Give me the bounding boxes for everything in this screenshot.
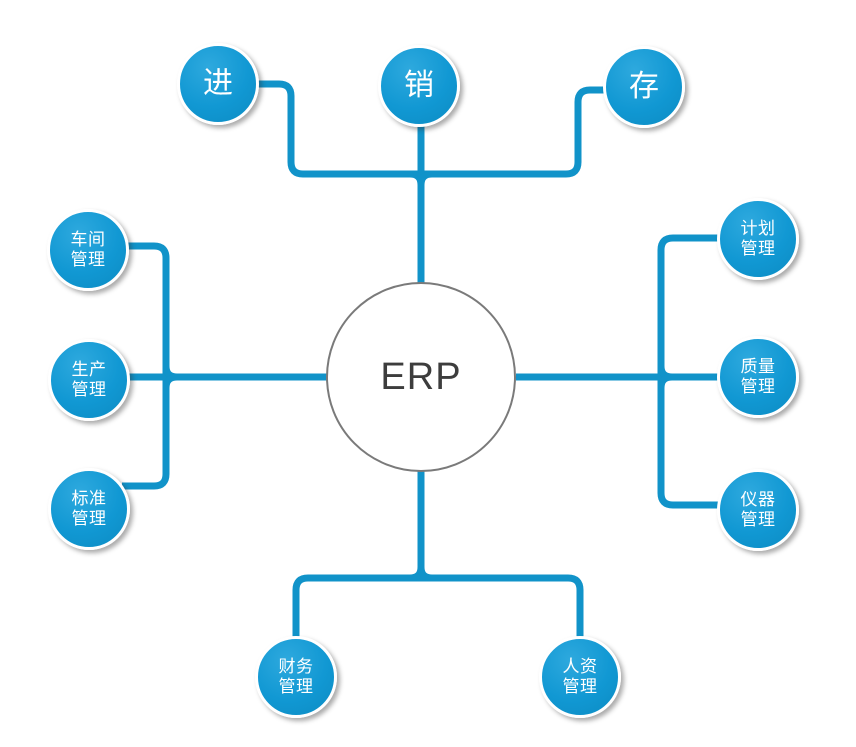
connector-right-trunk <box>657 234 719 509</box>
center-node-erp: ERP <box>326 282 516 472</box>
node-purchase: 进 <box>177 43 259 125</box>
connector-left-trunk <box>122 242 170 490</box>
node-planning-mgmt-label: 计划 管理 <box>740 218 776 258</box>
connector-right-fillet-bottom <box>657 373 673 389</box>
node-standards-mgmt: 标准 管理 <box>48 468 130 550</box>
node-quality-mgmt-label: 质量 管理 <box>740 356 776 396</box>
connector-top-fillet-right <box>417 170 433 186</box>
node-sales-label: 销 <box>404 69 434 103</box>
node-inventory: 存 <box>603 46 685 128</box>
connector-bottom-fillet-right <box>417 566 433 582</box>
node-finance-mgmt-label: 财务 管理 <box>278 656 314 696</box>
node-instrument-mgmt-label: 仪器 管理 <box>740 489 776 529</box>
node-inventory-label: 存 <box>629 70 659 104</box>
node-production-mgmt: 生产 管理 <box>48 339 130 421</box>
node-hr-mgmt: 人资 管理 <box>539 636 621 718</box>
connector-bottom-u <box>292 574 584 638</box>
node-sales: 销 <box>378 45 460 127</box>
node-finance-mgmt: 财务 管理 <box>255 636 337 718</box>
connector-left-fillet-bottom <box>162 373 178 389</box>
node-production-mgmt-label: 生产 管理 <box>71 359 107 399</box>
center-node-erp-label: ERP <box>380 355 462 398</box>
node-purchase-label: 进 <box>203 67 233 101</box>
node-planning-mgmt: 计划 管理 <box>717 198 799 280</box>
node-hr-mgmt-label: 人资 管理 <box>562 656 598 696</box>
node-workshop-mgmt-label: 车间 管理 <box>70 229 106 269</box>
connector-inventory-hook <box>421 86 607 178</box>
connector-purchase-hook <box>256 80 421 178</box>
node-quality-mgmt: 质量 管理 <box>717 336 799 418</box>
node-instrument-mgmt: 仪器 管理 <box>717 469 799 551</box>
node-standards-mgmt-label: 标准 管理 <box>71 488 107 528</box>
node-workshop-mgmt: 车间 管理 <box>47 209 129 291</box>
